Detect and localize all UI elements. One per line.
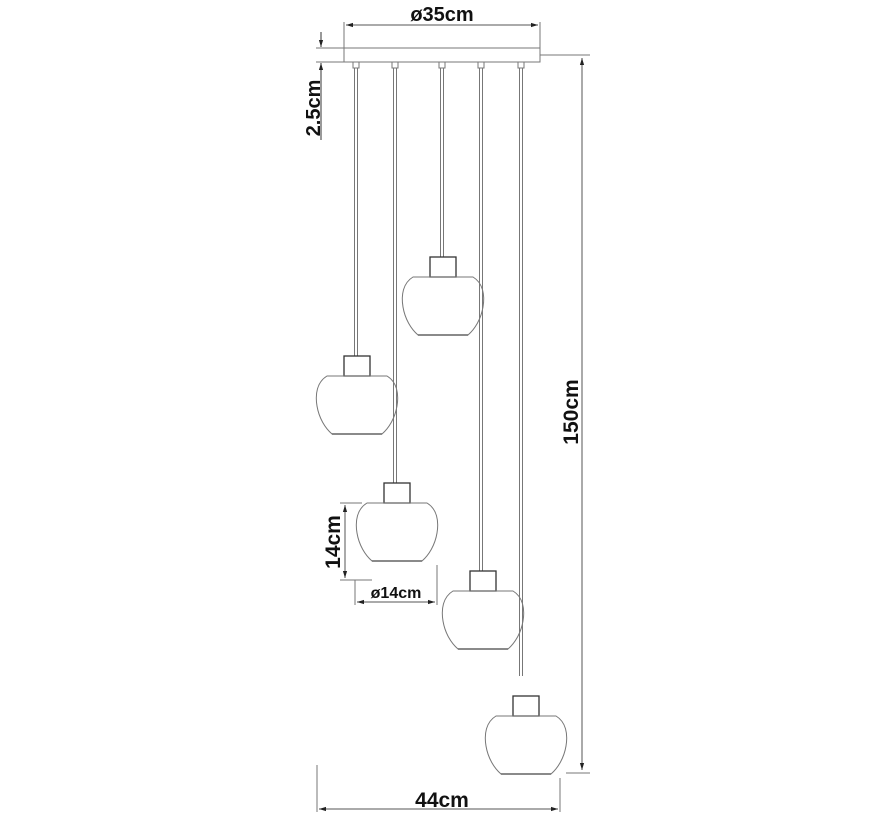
shade-diameter-dimension: ø14cm <box>354 565 438 605</box>
canopy-diameter-label: ø35cm <box>410 4 473 26</box>
total-width-dimension: 44cm <box>316 765 561 812</box>
total-height-dimension: 150cm <box>540 54 590 774</box>
total-height-label: 150cm <box>560 379 583 444</box>
canopy <box>343 47 541 63</box>
shade-pendant-5 <box>484 695 568 775</box>
canopy-height-label: 2.5cm <box>303 80 325 137</box>
canopy-diameter-dimension: ø35cm <box>343 4 541 48</box>
shade-pendant-3 <box>401 256 485 336</box>
shade-height-label: 14cm <box>322 515 345 569</box>
canopy-height-dimension: 2.5cm <box>303 32 344 140</box>
cords <box>352 61 525 676</box>
shade-diameter-label: ø14cm <box>371 585 422 602</box>
total-width-label: 44cm <box>415 789 469 812</box>
shade-height-dimension: 14cm <box>322 502 372 581</box>
shade-pendant-2 <box>355 482 439 562</box>
shade-pendant-1 <box>315 355 399 435</box>
shade-pendant-4 <box>441 570 525 650</box>
